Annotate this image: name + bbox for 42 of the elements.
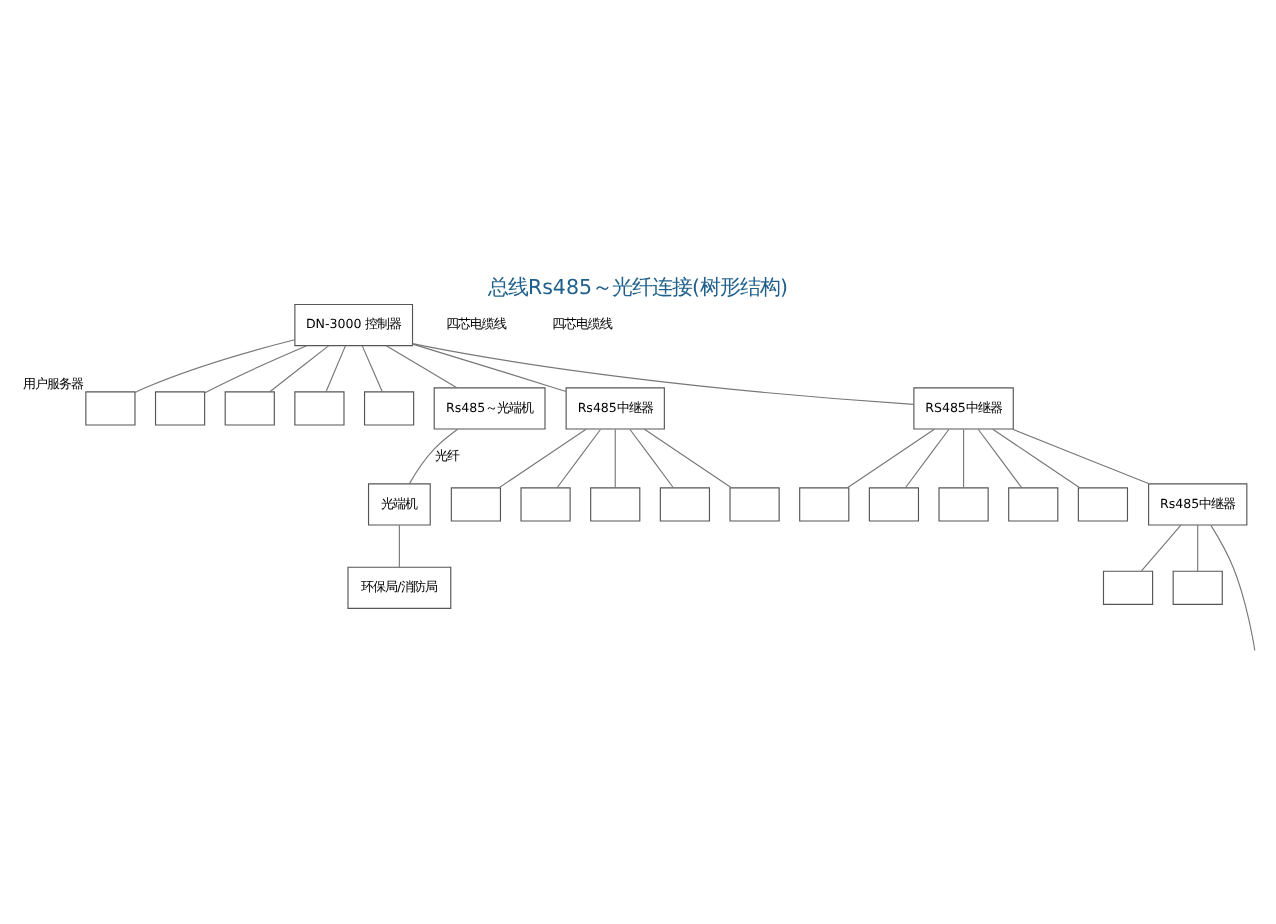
connector <box>629 428 674 489</box>
node-box <box>520 487 571 522</box>
diagram-title: 总线Rs485～光纤连接(树形结构) <box>487 275 789 300</box>
connector <box>412 343 567 393</box>
connector <box>412 343 915 405</box>
node-box <box>1008 487 1059 522</box>
connector <box>846 428 935 489</box>
connector <box>385 345 458 389</box>
node-box <box>1102 570 1154 605</box>
connector <box>614 428 616 489</box>
connector <box>643 428 732 489</box>
node-box <box>294 391 345 426</box>
node-box <box>938 487 989 522</box>
node-box <box>729 487 780 522</box>
connector <box>269 345 330 393</box>
node-box <box>799 487 850 522</box>
connector <box>1140 524 1182 572</box>
connector <box>325 345 346 393</box>
node-box <box>659 487 711 522</box>
node-box <box>450 487 501 522</box>
connector <box>556 428 602 489</box>
connector <box>408 428 459 485</box>
connector <box>1210 524 1256 652</box>
connector <box>361 345 383 393</box>
connector <box>963 428 965 489</box>
connector <box>1012 428 1150 485</box>
node-box <box>868 487 920 522</box>
node-box <box>154 391 206 426</box>
connector <box>498 428 587 489</box>
connector <box>134 339 296 393</box>
connector <box>204 345 308 394</box>
node-box <box>363 391 415 426</box>
connector <box>977 428 1023 489</box>
node-box <box>1077 487 1129 522</box>
node-box <box>1172 570 1223 605</box>
node-box <box>85 391 136 426</box>
connector <box>992 428 1081 489</box>
node-box <box>224 391 275 426</box>
connector <box>1197 524 1199 572</box>
connector <box>904 428 950 489</box>
connector <box>398 524 400 568</box>
node-box <box>590 487 641 522</box>
